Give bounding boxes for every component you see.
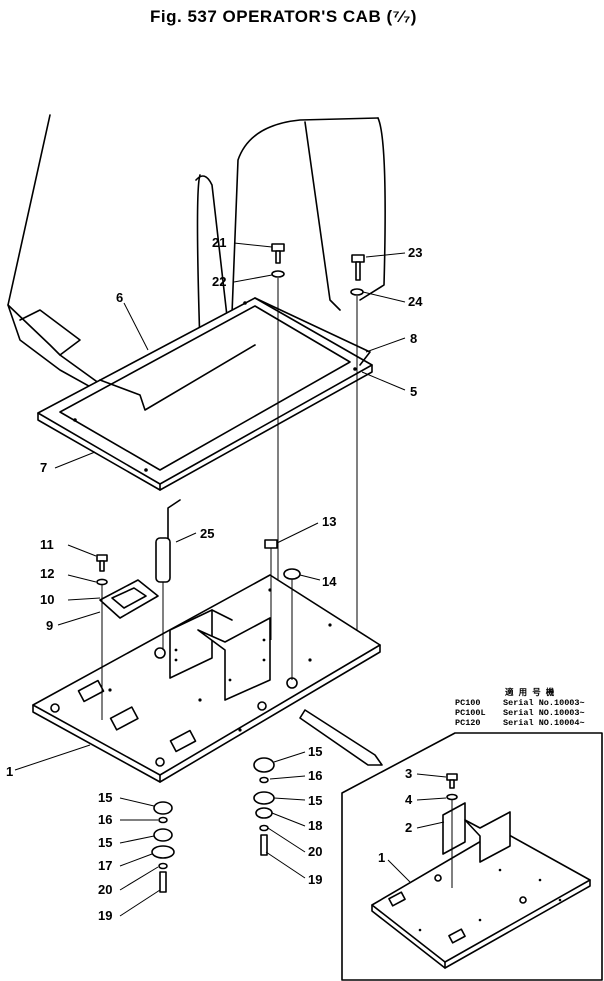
serial-row-1-model: PC100 [455, 698, 481, 708]
floor-plate [32, 574, 381, 783]
callout-15-d: 15 [98, 835, 112, 850]
mount-stack-right [253, 757, 275, 856]
callout-15-b: 15 [308, 793, 322, 808]
serial-table-heading: 適 用 号 機 [505, 687, 555, 698]
serial-row-2-serial: Serial NO.10003~ [503, 708, 585, 718]
callout-16-b: 16 [98, 812, 112, 827]
callout-14: 14 [322, 574, 337, 589]
callout-12: 12 [40, 566, 54, 581]
callout-7: 7 [40, 460, 47, 475]
callout-22: 22 [212, 274, 226, 289]
callout-5: 5 [410, 384, 417, 399]
part-13-pin [264, 539, 278, 640]
inset-detail: 3 4 2 1 [341, 732, 603, 981]
serial-row-2-model: PC100L [455, 708, 486, 718]
part-14-cap [283, 568, 301, 580]
callouts: 21 22 23 24 6 8 5 7 25 13 14 11 12 10 9 … [6, 235, 423, 923]
figure-title: Fig. 537 OPERATOR'S CAB (⁷⁄₇) [150, 7, 417, 26]
callout-25: 25 [200, 526, 214, 541]
callout-24: 24 [408, 294, 423, 309]
callout-11: 11 [40, 537, 54, 552]
washer-24 [350, 288, 364, 296]
callout-17: 17 [98, 858, 112, 873]
bolt-21 [271, 243, 285, 264]
callout-9: 9 [46, 618, 53, 633]
callout-15-a: 15 [308, 744, 322, 759]
callout-18: 18 [308, 818, 322, 833]
serial-row-1-serial: Serial No.10003~ [503, 698, 585, 708]
part-25-rod [155, 499, 181, 650]
callout-13: 13 [322, 514, 336, 529]
callout-20-b: 20 [98, 882, 112, 897]
bolt-23 [351, 254, 365, 281]
inset-callout-2: 2 [405, 820, 412, 835]
callout-20-a: 20 [308, 844, 322, 859]
inset-callout-1: 1 [378, 850, 385, 865]
serial-row-3-model: PC120 [455, 718, 481, 728]
callout-1: 1 [6, 764, 13, 779]
serial-row-3-serial: Serial NO.10004~ [503, 718, 585, 728]
callout-21: 21 [212, 235, 226, 250]
mount-stack-left [151, 801, 175, 893]
callout-23: 23 [408, 245, 422, 260]
callout-8: 8 [410, 331, 417, 346]
direction-arrow [299, 709, 383, 766]
bracket [169, 609, 271, 701]
cover-plate [96, 554, 159, 720]
callout-15-c: 15 [98, 790, 112, 805]
serial-table: 適 用 号 機 PC100 Serial No.10003~ PC100L Se… [455, 687, 585, 728]
inset-callout-3: 3 [405, 766, 412, 781]
callout-19-b: 19 [98, 908, 112, 923]
callout-16-a: 16 [308, 768, 322, 783]
floor-frame [37, 297, 373, 491]
inset-callout-4: 4 [405, 792, 413, 807]
washer-22 [271, 270, 285, 278]
callout-10: 10 [40, 592, 54, 607]
callout-19-a: 19 [308, 872, 322, 887]
callout-6: 6 [116, 290, 123, 305]
